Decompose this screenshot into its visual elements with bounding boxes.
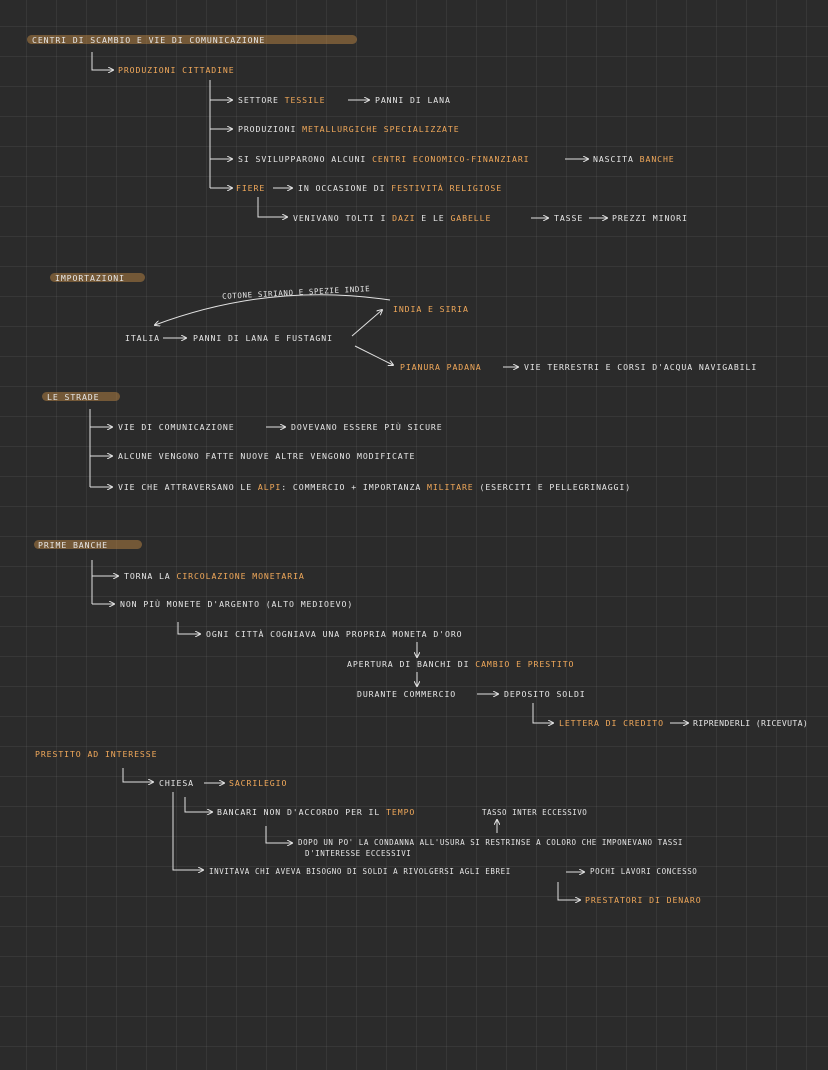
note-text: PANNI DI LANA E FUSTAGNI (193, 333, 333, 343)
arrow (532, 703, 553, 723)
note-text: TORNA LA (124, 571, 171, 581)
title-highlight (34, 540, 142, 549)
title-highlight (50, 273, 145, 282)
note-text: CIRCOLAZIONE MONETARIA (176, 571, 305, 581)
note-text: BANCARI NON D'ACCORDO PER IL (217, 807, 381, 817)
note-text: TESSILE (284, 95, 326, 105)
note-text: INVITAVA CHI AVEVA BISOGNO DI SOLDI A RI… (209, 867, 511, 876)
note-text: D'INTERESSE ECCESSIVI (305, 849, 412, 858)
note-text: VIE CHE ATTRAVERSANO LE (118, 482, 253, 492)
title-highlight (42, 392, 120, 401)
arrow (172, 792, 203, 870)
section-title: CENTRI DI SCAMBIO E VIE DI COMUNICAZIONE (32, 35, 266, 45)
note-text: VENIVANO TOLTI I (293, 213, 387, 223)
note-text: TASSE (554, 213, 584, 223)
note-text: RIPRENDERLI (RICEVUTA) (693, 718, 809, 728)
note-text: PRESTATORI DI DENARO (585, 895, 702, 905)
note-text: ALCUNE VENGONO FATTE NUOVE ALTRE VENGONO… (118, 451, 416, 461)
section-title: LE STRADE (47, 392, 100, 402)
note-text: FESTIVITÀ RELIGIOSE (391, 183, 503, 193)
note-text: ALPI (257, 482, 282, 492)
arrow (155, 294, 391, 325)
note-text: DOPO UN PO' LA CONDANNA ALL'USURA SI RES… (298, 838, 683, 847)
note-text: VIE DI COMUNICAZIONE (118, 422, 235, 432)
arrow (122, 768, 153, 782)
note-text: PRODUZIONI CITTADINE (118, 65, 235, 75)
note-text: NON PIÙ MONETE D'ARGENTO (ALTO MEDIOEVO) (120, 599, 354, 609)
note-line: VENIVANO TOLTI I DAZI E LE GABELLE (293, 213, 491, 223)
note-text: E LE (421, 213, 445, 223)
note-line: BANCARI NON D'ACCORDO PER IL TEMPO (217, 807, 415, 817)
arrow (557, 882, 580, 900)
note-text: PIANURA PADANA (400, 362, 482, 372)
note-line: TORNA LA CIRCOLAZIONE MONETARIA (124, 571, 305, 581)
arrow (257, 197, 287, 217)
note-line: SI SVILUPPARONO ALCUNI CENTRI ECONOMICO-… (238, 154, 530, 164)
note-text: APERTURA DI BANCHI DI (347, 659, 470, 669)
note-text: POCHI LAVORI CONCESSO (590, 867, 698, 876)
note-text: PANNI DI LANA (375, 95, 451, 105)
section-title: PRIME BANCHE (38, 540, 108, 550)
title-highlight (27, 35, 357, 44)
note-text: GABELLE (450, 213, 492, 223)
note-text: TASSO INTER ECCESSIVO (482, 808, 588, 817)
note-line: SETTORE TESSILE (238, 95, 325, 105)
note-text: MILITARE (427, 482, 474, 492)
note-text: IN OCCASIONE DI (298, 183, 386, 193)
arrow (354, 345, 393, 365)
section-title: PRESTITO AD INTERESSE (35, 749, 158, 759)
note-text: ITALIA (125, 333, 160, 343)
note-text: PRODUZIONI (238, 124, 297, 134)
note-text: DOVEVANO ESSERE PIÙ SICURE (291, 422, 443, 432)
section-title: IMPORTAZIONI (55, 273, 125, 283)
note-text: DEPOSITO SOLDI (504, 689, 586, 699)
note-text: DAZI (392, 213, 416, 223)
note-text: LETTERA DI CREDITO (559, 718, 664, 728)
note-line: NASCITA BANCHE (593, 154, 675, 164)
note-text: : COMMERCIO + IMPORTANZA (281, 482, 422, 492)
note-text: VIE TERRESTRI E CORSI D'ACQUA NAVIGABILI (524, 362, 758, 372)
note-text: SACRILEGIO (229, 778, 288, 788)
note-line: IN OCCASIONE DI FESTIVITÀ RELIGIOSE (298, 183, 502, 193)
note-text: FIERE (236, 183, 266, 193)
note-line: VIE CHE ATTRAVERSANO LE ALPI: COMMERCIO … (118, 482, 631, 492)
note-text: TEMPO (386, 807, 416, 817)
arrow (351, 310, 382, 337)
note-text: CAMBIO E PRESTITO (475, 659, 575, 669)
note-text: SETTORE (238, 95, 279, 105)
note-text: DURANTE COMMERCIO (357, 689, 457, 699)
arrow (177, 622, 200, 634)
note-text: PREZZI MINORI (612, 213, 688, 223)
note-text: SI SVILUPPARONO ALCUNI (238, 154, 367, 164)
note-line: APERTURA DI BANCHI DI CAMBIO E PRESTITO (347, 659, 574, 669)
arrow (184, 797, 212, 812)
note-text: (ESERCITI E PELLEGRINAGGI) (479, 482, 632, 492)
note-text: CENTRI ECONOMICO-FINANZIARI (372, 154, 530, 164)
arrow (91, 52, 113, 70)
note-line: PRODUZIONI METALLURGICHE SPECIALIZZATE (238, 124, 460, 134)
note-text: BANCHE (639, 154, 675, 164)
note-text: METALLURGICHE SPECIALIZZATE (302, 124, 460, 134)
arrow (265, 826, 292, 843)
note-text: NASCITA (593, 154, 634, 164)
note-text: INDIA E SIRIA (393, 304, 469, 314)
note-text: CHIESA (159, 778, 194, 788)
note-text: OGNI CITTÀ COGNIAVA UNA PROPRIA MONETA D… (206, 629, 463, 639)
